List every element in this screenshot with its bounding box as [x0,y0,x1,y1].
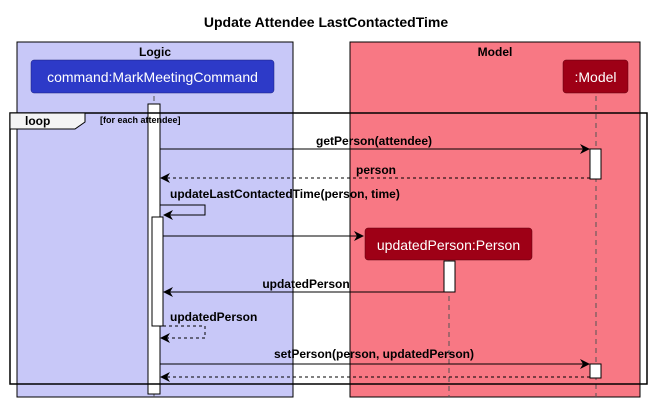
model-participant [562,59,629,94]
get-person-label: getPerson(attendee) [316,134,432,148]
updated-person-activation [443,260,456,293]
model-participant-label: :Model [574,69,616,85]
updated-person-participant-label: updatedPerson:Person [377,237,520,253]
command-participant-label: command:MarkMeetingCommand [47,69,258,85]
update-time-label: updateLastContactedTime(person, time) [170,187,400,201]
loop-label: loop [25,114,50,128]
model-activation-get [589,148,602,180]
model-box [349,41,641,398]
logic-box-label: Logic [139,45,171,59]
diagram-title: Update Attendee LastContactedTime [204,14,448,30]
updated-person-participant [364,227,533,261]
updated-person-return-label: updatedPerson [262,277,349,291]
command-participant [30,59,275,94]
model-box-label: Model [478,45,513,59]
updated-person-self-return-label: updatedPerson [170,310,257,324]
command-nested-activation-bar [151,216,164,327]
update-time-self-arrow [160,204,206,220]
person-return-label: person [356,163,396,177]
loop-fragment [9,112,648,385]
model-activation-set [589,363,602,379]
updated-person-self-return-arrow [160,325,206,343]
loop-guard: [for each attendee] [100,115,181,125]
loop-label-tab [9,112,86,130]
set-person-label: setPerson(person, updatedPerson) [274,347,474,361]
